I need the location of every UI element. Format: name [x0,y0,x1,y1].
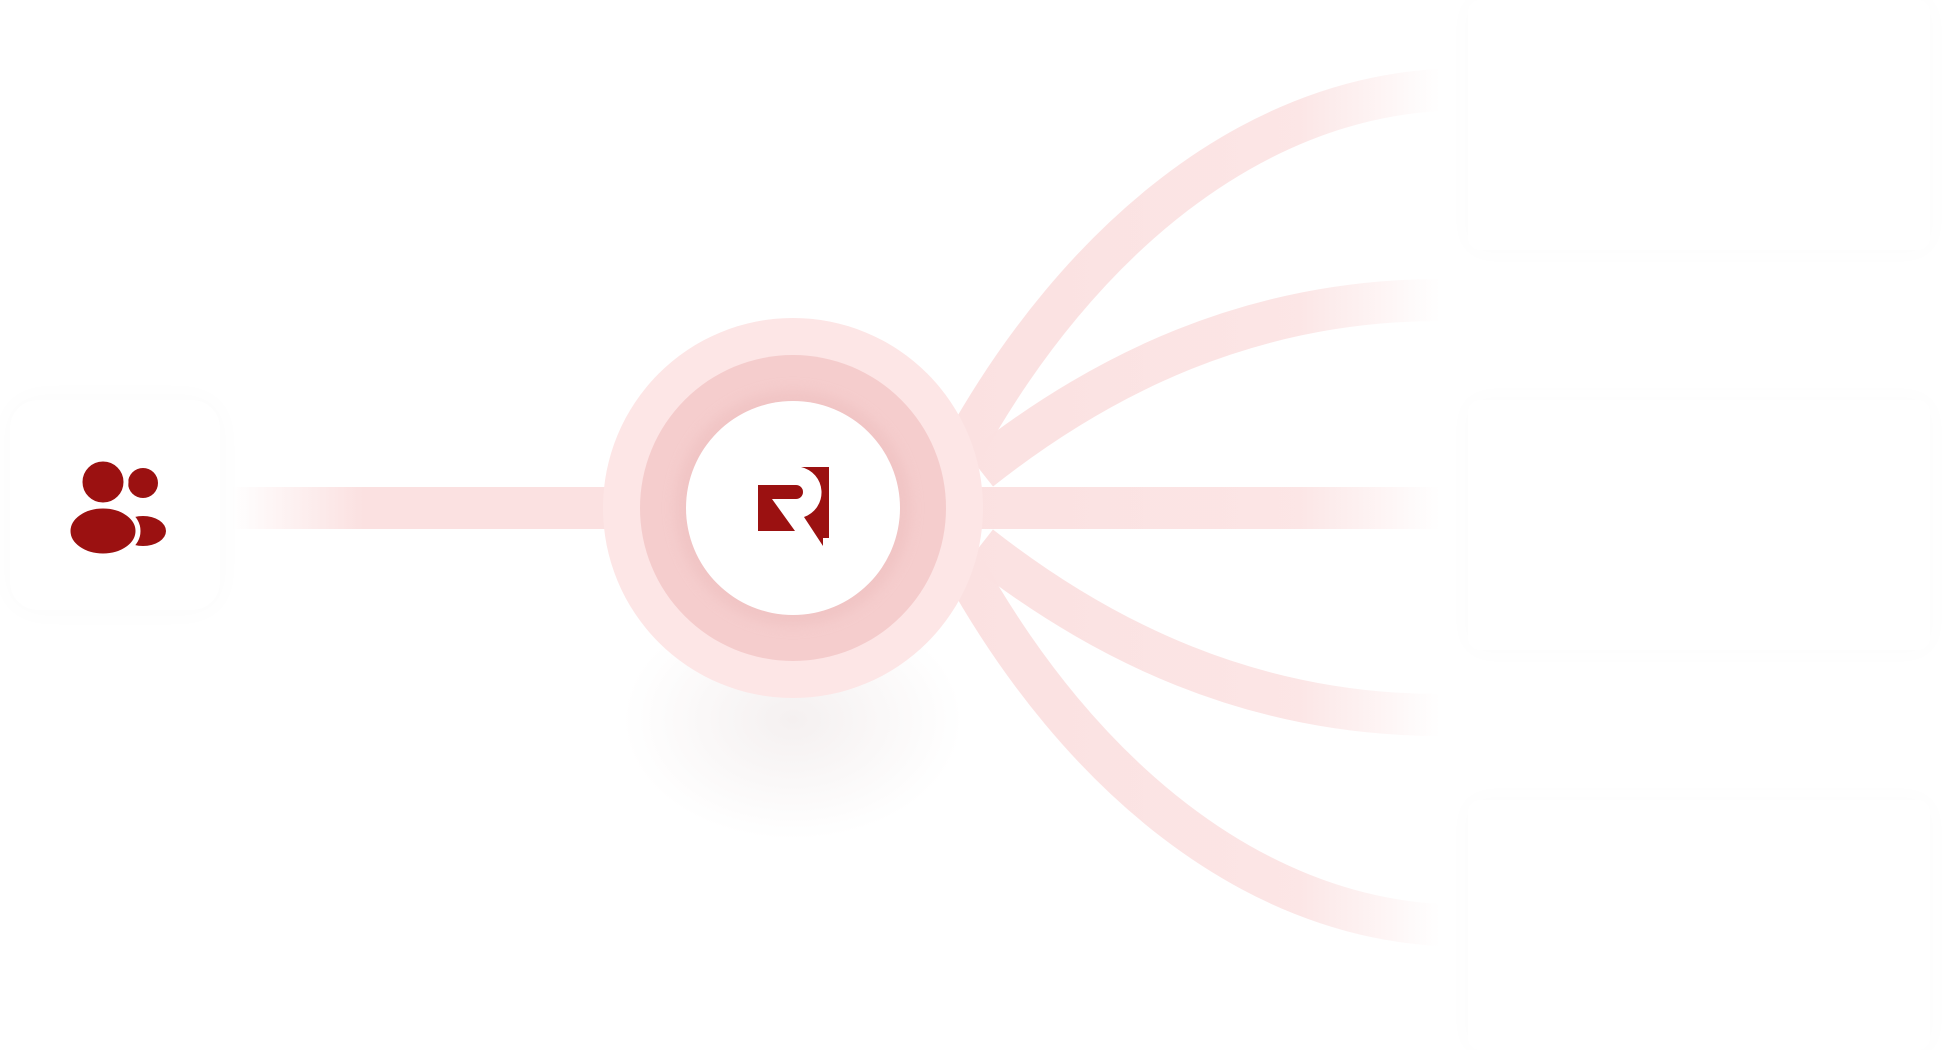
brand-logo-icon [758,467,829,546]
connector-lower [967,529,1441,736]
destination-panel-bottom [1468,800,1930,1050]
users-icon [65,456,166,559]
connector-bottom [946,559,1442,946]
hub-center [686,401,900,615]
connector-upper [966,279,1441,487]
destination-panel-top [1468,0,1930,250]
destination-panel-middle [1468,400,1930,650]
connector-top [946,69,1442,456]
